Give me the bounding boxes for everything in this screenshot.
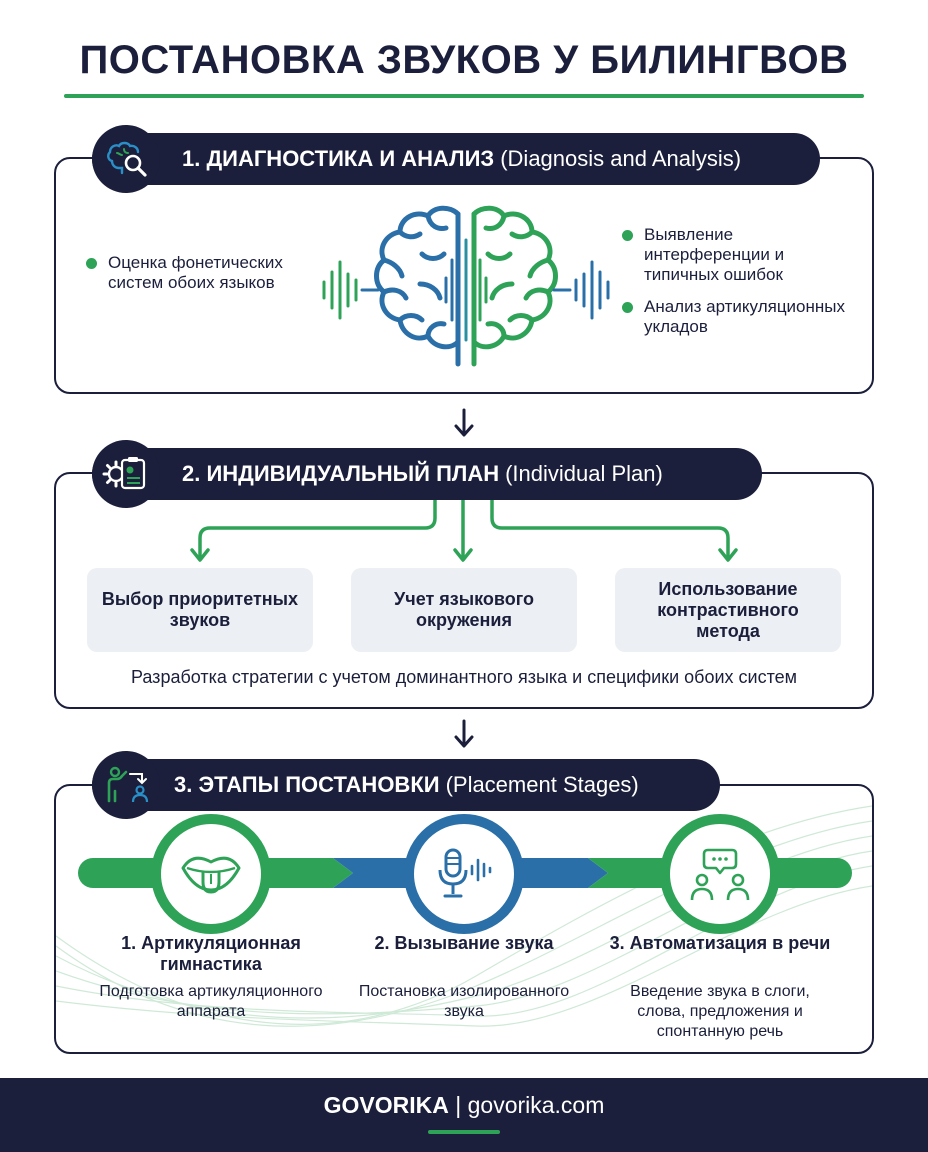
title-underline [64, 94, 864, 98]
footer-site-link[interactable]: govorika.com [467, 1092, 605, 1118]
page-title: ПОСТАНОВКА ЗВУКОВ У БИЛИНГВОВ [79, 38, 849, 82]
strategy-text: Разработка стратегии с учетом доминантно… [130, 667, 798, 687]
plan-subtitle: (Individual Plan) [505, 461, 663, 486]
stages-title: 3. ЭТАПЫ ПОСТАНОВКИ [174, 772, 440, 797]
bullet-articulation: Анализ артикуляционных укладов [622, 297, 852, 337]
plan-title: 2. ИНДИВИДУАЛЬНЫЙ ПЛАН [182, 461, 500, 486]
footer-underline [428, 1130, 500, 1134]
card-language-environment: Учет языкового окружения [351, 568, 577, 652]
diagnosis-title: 1. ДИАГНОСТИКА И АНАЛИЗ [182, 146, 495, 171]
footer: GOVORIKA | govorika.com [0, 1078, 928, 1152]
stage-3-description: Введение звука в слоги, слова, предложен… [630, 983, 810, 1040]
mouth-tongue-icon [181, 856, 241, 894]
stage-1-circle [151, 814, 271, 934]
bullet-phonetic-systems: Оценка фонетических систем обоих языков [86, 253, 326, 293]
teacher-student-icon [92, 751, 160, 819]
people-chat-icon [690, 848, 750, 901]
card-contrastive-method: Использование контрастивного метода [615, 568, 841, 652]
arrow-down-icon [454, 719, 474, 748]
diagnosis-subtitle: (Diagnosis and Analysis) [500, 146, 742, 171]
stage-1-title: 1. Артикуляционная гимнастика [121, 933, 301, 974]
stage-2-description: Постановка изолированного звука [358, 983, 570, 1020]
gear-clipboard-icon [92, 440, 160, 508]
footer-separator: | [455, 1092, 462, 1118]
bullet-interference: Выявление интерференции и типичных ошибо… [622, 225, 852, 285]
brain-soundwave-icon [322, 205, 610, 367]
plan-header: 2. ИНДИВИДУАЛЬНЫЙ ПЛАН (Individual Plan) [92, 440, 762, 508]
stages-subtitle: (Placement Stages) [445, 772, 639, 797]
stages-header: 3. ЭТАПЫ ПОСТАНОВКИ (Placement Stages) [92, 751, 720, 819]
footer-text: GOVORIKA | govorika.com [0, 1092, 928, 1119]
stage-3-title: 3. Автоматизация в речи [609, 933, 831, 953]
microphone-icon [438, 848, 492, 898]
stage-2-circle [404, 814, 524, 934]
arrow-down-icon [454, 408, 474, 437]
card-priority-sounds: Выбор приоритетных звуков [87, 568, 313, 652]
footer-brand: GOVORIKA [323, 1092, 449, 1118]
stage-3-circle [660, 814, 780, 934]
diagnosis-header: 1. ДИАГНОСТИКА И АНАЛИЗ (Diagnosis and A… [92, 125, 820, 193]
stage-1-description: Подготовка артикуляционного аппарата [99, 983, 323, 1020]
plan-connector-lines [190, 498, 738, 562]
brain-search-icon [92, 125, 160, 193]
diagnosis-panel [54, 157, 874, 394]
stage-2-title: 2. Вызывание звука [374, 933, 554, 953]
